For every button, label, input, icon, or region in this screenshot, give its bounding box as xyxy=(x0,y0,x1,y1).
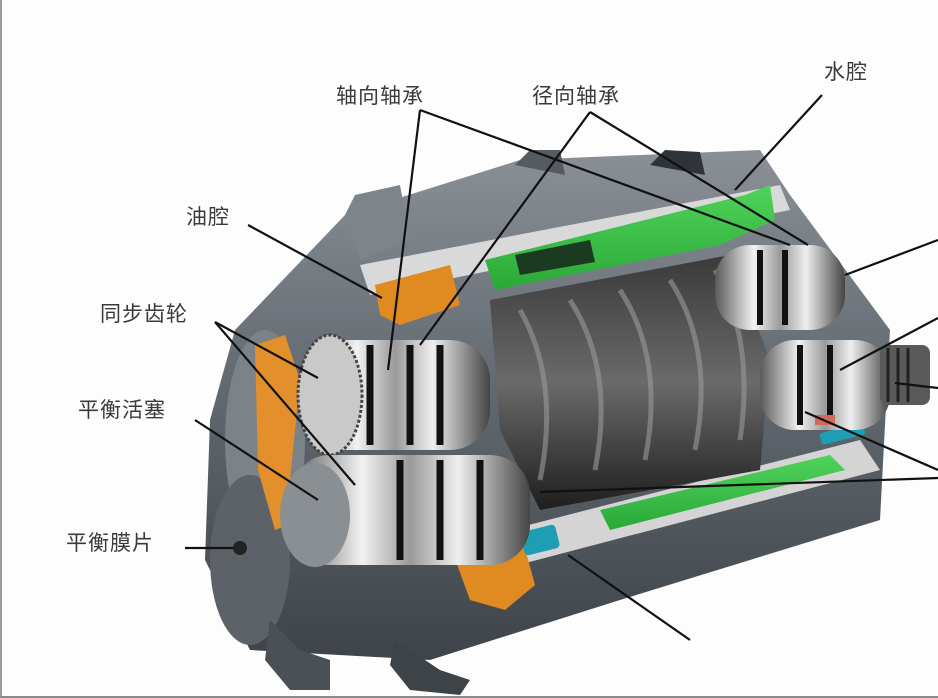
label-timing-gear: 同步齿轮 xyxy=(100,302,188,326)
label-radial-bearing: 径向轴承 xyxy=(532,84,620,108)
label-oil-chamber: 油腔 xyxy=(186,205,230,229)
leader-lines xyxy=(185,94,938,641)
coolant-port xyxy=(520,524,560,556)
label-axial-bearing: 轴向轴承 xyxy=(336,84,424,108)
bearing-stack-lower-left xyxy=(280,455,530,567)
water-jacket-region xyxy=(485,185,845,530)
bearing-stack-upper-right xyxy=(715,245,845,330)
bearing-stack-upper-left xyxy=(296,333,490,457)
label-balance-diaphragm: 平衡膜片 xyxy=(66,531,154,555)
label-balance-piston: 平衡活塞 xyxy=(78,398,166,422)
bearing-stack-lower-right xyxy=(760,340,930,430)
label-water-chamber: 水腔 xyxy=(824,60,868,84)
screw-rotors xyxy=(490,255,770,510)
diaphragm-bolt xyxy=(233,541,247,555)
